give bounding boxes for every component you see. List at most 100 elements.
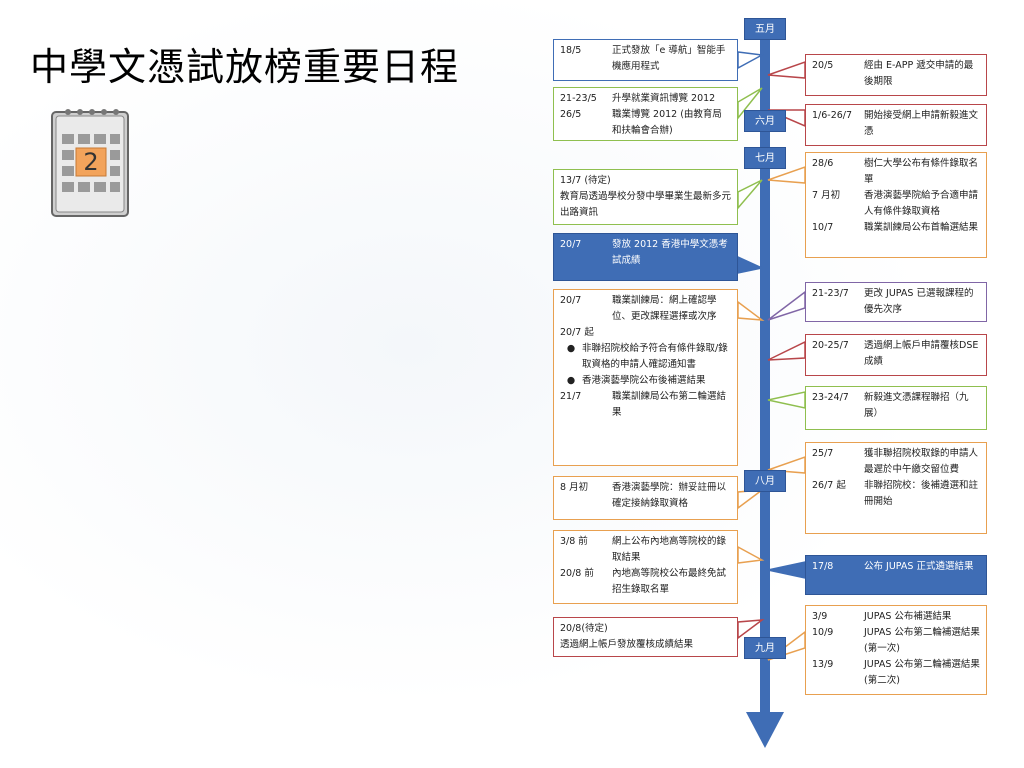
- event-text: 20/7 起: [560, 327, 594, 338]
- event-row: 26/5 職業博覽 2012 (由教育局和扶輪會合辦): [560, 107, 731, 139]
- event-text: 職業博覽 2012 (由教育局和扶輪會合辦): [612, 109, 722, 136]
- event-date: 1/6-26/7: [812, 110, 853, 121]
- event-text: 職業訓練局公布首輪選結果: [864, 222, 979, 233]
- event-text: 發放 2012 香港中學文憑考試成績: [612, 239, 728, 266]
- right-event-box: 17/8 公布 JUPAS 正式遴選結果: [805, 555, 987, 595]
- month-label: 九月: [744, 637, 786, 659]
- event-text: 正式發放「e 導航」智能手機應用程式: [612, 45, 726, 72]
- event-date: 21-23/7: [812, 288, 849, 299]
- event-row: 20/7 起: [560, 325, 731, 341]
- event-date: 17/8: [812, 561, 834, 572]
- event-date: 21/7: [560, 391, 582, 402]
- left-event-box: 13/7 (待定) 教育局透過學校分發中學畢業生最新多元出路資訊: [553, 169, 738, 225]
- event-text: JUPAS 公布第二輪補選結果(第一次): [864, 627, 980, 654]
- event-row: 23-24/7 新毅進文憑課程聯招（九展）: [812, 390, 980, 422]
- event-date: 10/9: [812, 627, 834, 638]
- event-text: 20/8(待定): [560, 623, 608, 634]
- right-event-box: 23-24/7 新毅進文憑課程聯招（九展）: [805, 386, 987, 430]
- connector-arrow: [767, 60, 806, 79]
- event-text: 新毅進文憑課程聯招（九展）: [864, 392, 969, 419]
- event-text: 13/7 (待定): [560, 175, 611, 186]
- event-text: 香港演藝學院：辦妥註冊以確定接納錄取資格: [612, 482, 727, 509]
- event-row: 透過網上帳戶發放覆核成績結果: [560, 637, 731, 653]
- event-text: 獲非聯招院校取錄的申請人最遲於中午繳交留位費: [864, 448, 979, 475]
- event-row: ● 香港演藝學院公布後補選結果: [560, 373, 731, 389]
- event-text: 透過網上帳戶發放覆核成績結果: [560, 639, 694, 650]
- event-text: 職業訓練局公布第二輪選結果: [612, 391, 727, 418]
- event-text: JUPAS 公布補選結果: [864, 611, 952, 622]
- event-row: 8 月初 香港演藝學院：辦妥註冊以確定接納錄取資格: [560, 480, 731, 512]
- event-text: 升學就業資訊博覽 2012: [612, 93, 716, 104]
- event-text: 公布 JUPAS 正式遴選結果: [864, 561, 974, 572]
- event-row: 20/7 發放 2012 香港中學文憑考試成績: [560, 237, 731, 269]
- calendar-icon: 2: [51, 109, 129, 217]
- left-event-box: 18/5 正式發放「e 導航」智能手機應用程式: [553, 39, 738, 81]
- connector-arrow: [737, 179, 763, 211]
- event-text: 職業訓練局：網上確認學位、更改課程選擇或次序: [612, 295, 717, 322]
- connector-arrow: [767, 340, 806, 361]
- event-row: 26/7 起 非聯招院校：後補遴選和註冊開始: [812, 478, 980, 510]
- event-row: 21/7 職業訓練局公布第二輪選結果: [560, 389, 731, 421]
- event-row: 20/8(待定): [560, 621, 731, 637]
- event-text: 透過網上帳戶申請覆核DSE 成績: [864, 340, 979, 367]
- event-row: ● 非聯招院校給予符合有條件錄取/錄取資格的申請人確認通知書: [560, 341, 731, 373]
- event-text: 非聯招院校：後補遴選和註冊開始: [864, 480, 979, 507]
- right-event-box: 21-23/7 更改 JUPAS 已選報課程的優先次序: [805, 282, 987, 322]
- connector-arrow: [767, 290, 806, 321]
- event-date: 23-24/7: [812, 392, 849, 403]
- event-row: 1/6-26/7 開始接受網上申請新毅進文憑: [812, 108, 980, 140]
- left-event-box: 20/8(待定) 透過網上帳戶發放覆核成績結果: [553, 617, 738, 657]
- event-date: 13/9: [812, 659, 834, 670]
- connector-arrows: [737, 51, 806, 661]
- right-event-box: 1/6-26/7 開始接受網上申請新毅進文憑: [805, 104, 987, 146]
- event-text: 內地高等院校公布最終免試招生錄取名單: [612, 568, 727, 595]
- right-event-box: 28/6 樹仁大學公布有條件錄取名單 7 月初 香港演藝學院給予合適申請人有條件錄取資…: [805, 152, 987, 258]
- event-row: 7 月初 香港演藝學院給予合適申請人有條件錄取資格: [812, 188, 980, 220]
- event-date: 25/7: [812, 448, 834, 459]
- event-date: 20/8 前: [560, 568, 594, 579]
- month-label: 五月: [744, 18, 786, 40]
- event-date: 3/9: [812, 611, 828, 622]
- bullet-icon: ●: [566, 343, 576, 354]
- right-event-box: 25/7 獲非聯招院校取錄的申請人最遲於中午繳交留位費 26/7 起 非聯招院校：後補…: [805, 442, 987, 534]
- event-row: 10/9 JUPAS 公布第二輪補選結果(第一次): [812, 625, 980, 657]
- event-row: 17/8 公布 JUPAS 正式遴選結果: [812, 559, 980, 575]
- event-text: 香港演藝學院給予合適申請人有條件錄取資格: [864, 190, 979, 217]
- event-date: 7 月初: [812, 190, 841, 201]
- event-date: 18/5: [560, 45, 582, 56]
- event-text: JUPAS 公布第二輪補選結果(第二次): [864, 659, 980, 686]
- event-text: 香港演藝學院公布後補選結果: [582, 375, 706, 386]
- event-text: 開始接受網上申請新毅進文憑: [864, 110, 979, 137]
- connector-arrow: [737, 300, 765, 321]
- left-event-box: 3/8 前網上公布內地高等院校的錄取結果 20/8 前 內地高等院校公布最終免試招生…: [553, 530, 738, 604]
- event-text: 教育局透過學校分發中學畢業生最新多元出路資訊: [560, 191, 732, 218]
- bullet-icon: ●: [566, 375, 576, 386]
- event-row: 3/8 前網上公布內地高等院校的錄取結果: [560, 534, 731, 566]
- event-date: 3/8 前: [560, 536, 588, 547]
- event-row: 28/6 樹仁大學公布有條件錄取名單: [812, 156, 980, 188]
- event-text: 非聯招院校給予符合有條件錄取/錄取資格的申請人確認通知書: [582, 343, 728, 370]
- event-row: 13/7 (待定): [560, 173, 731, 189]
- event-row: 21-23/5 升學就業資訊博覽 2012: [560, 91, 731, 107]
- event-date: 26/5: [560, 109, 582, 120]
- event-text: 樹仁大學公布有條件錄取名單: [864, 158, 979, 185]
- event-date: 8 月初: [560, 482, 589, 493]
- left-event-box: 21-23/5 升學就業資訊博覽 2012 26/5 職業博覽 2012 (由教育局和…: [553, 87, 738, 141]
- event-date: 26/7 起: [812, 480, 846, 491]
- event-date: 21-23/5: [560, 93, 597, 104]
- event-row: 25/7 獲非聯招院校取錄的申請人最遲於中午繳交留位費: [812, 446, 980, 478]
- event-text: 更改 JUPAS 已選報課程的優先次序: [864, 288, 974, 315]
- left-event-box: 8 月初 香港演藝學院：辦妥註冊以確定接納錄取資格: [553, 476, 738, 520]
- event-date: 20/7: [560, 239, 582, 250]
- connector-arrow: [737, 619, 765, 640]
- connector-arrow: [767, 561, 806, 579]
- event-row: 20/8 前 內地高等院校公布最終免試招生錄取名單: [560, 566, 731, 598]
- event-date: 10/7: [812, 222, 834, 233]
- event-date: 28/6: [812, 158, 834, 169]
- event-row: 21-23/7 更改 JUPAS 已選報課程的優先次序: [812, 286, 980, 318]
